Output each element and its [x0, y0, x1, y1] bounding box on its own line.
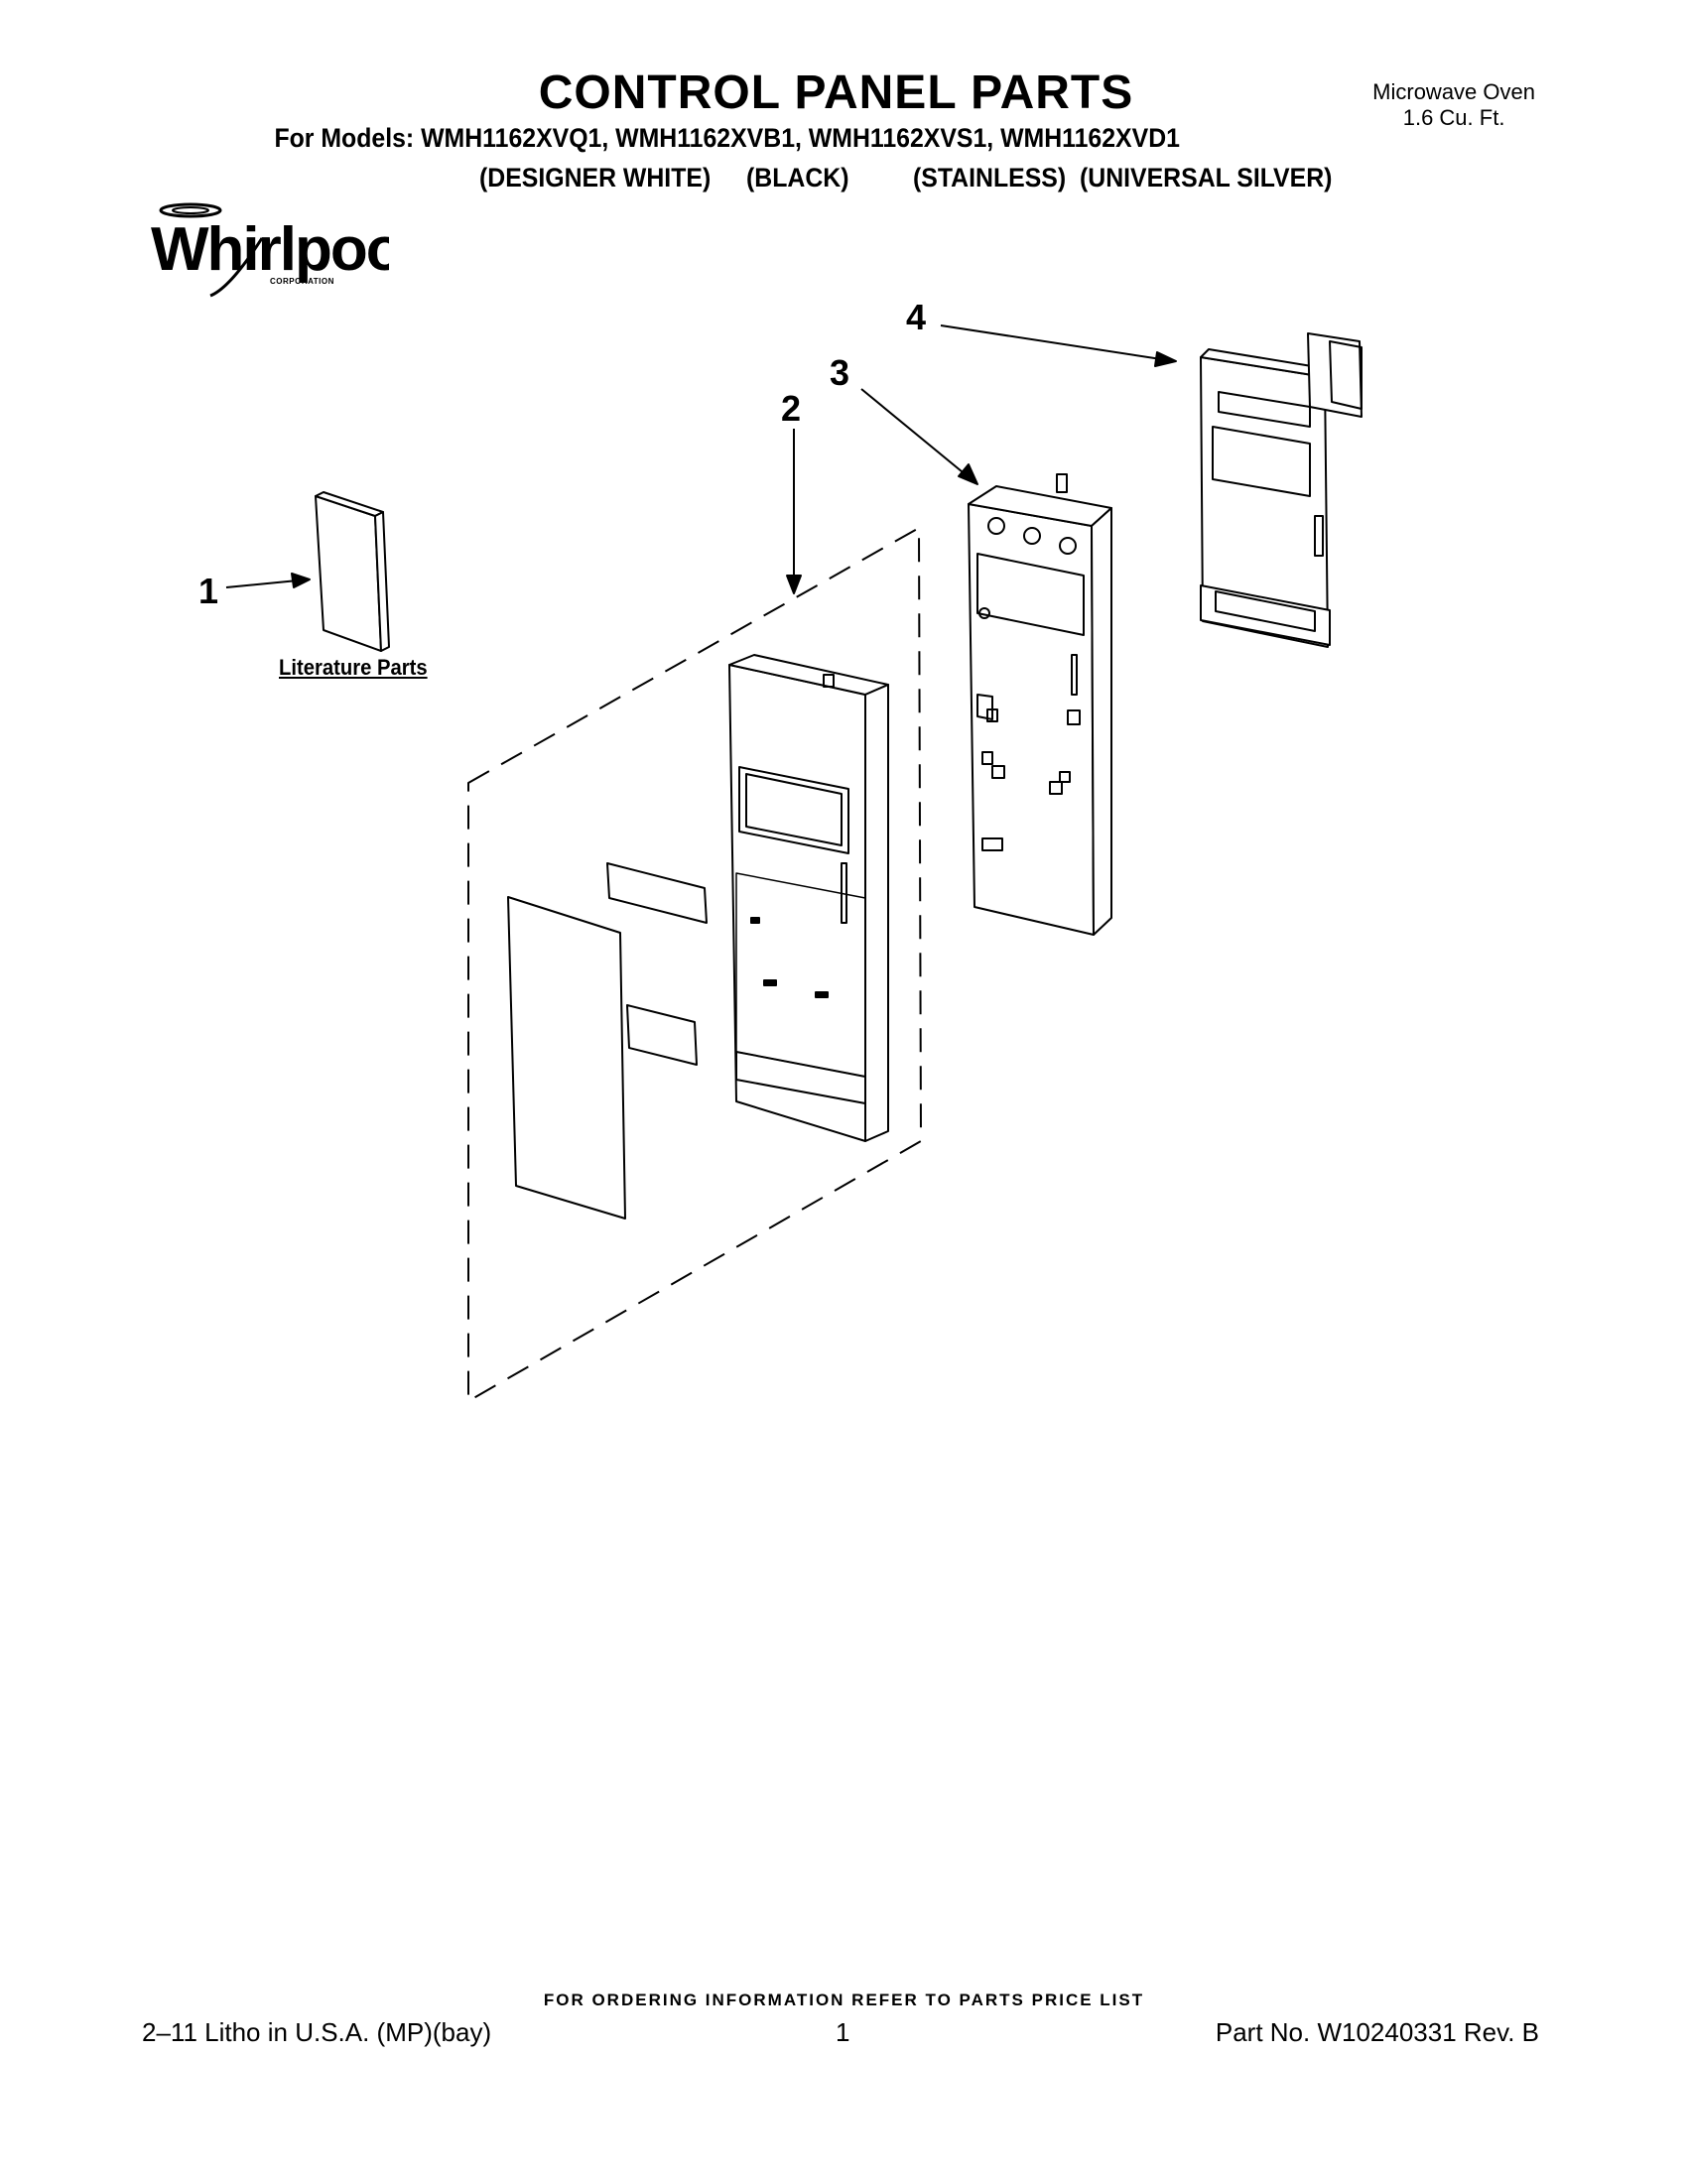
callout-3: 3 [830, 352, 849, 393]
product-capacity: 1.6 Cu. Ft. [1402, 105, 1505, 130]
whirlpool-logo: Whirlpool CORPORATION [151, 198, 419, 308]
literature-parts-label: Literature Parts [279, 655, 428, 680]
color-designer-white: (DESIGNER WHITE) [479, 163, 712, 193]
callout-4: 4 [906, 297, 926, 337]
part-2-control-panel-frame [728, 654, 889, 1142]
color-universal-silver: (UNIVERSAL SILVER) [1080, 163, 1333, 193]
callout-1: 1 [198, 571, 218, 611]
model-list: For Models: WMH1162XVQ1, WMH1162XVB1, WM… [274, 123, 1180, 153]
part-4-bracket-board [1200, 332, 1363, 648]
product-type: Microwave Oven [1372, 79, 1535, 104]
logo-wordmark: Whirlpool [151, 215, 389, 284]
page-number: 1 [836, 2017, 850, 2047]
part-1-literature-booklet [315, 491, 390, 652]
leader-arrows [225, 324, 1177, 594]
part-2-overlay-pieces [507, 862, 708, 1220]
litho-info: 2–11 Litho in U.S.A. (MP)(bay) [142, 2017, 492, 2047]
color-black: (BLACK) [746, 163, 849, 193]
page-title: CONTROL PANEL PARTS [538, 66, 1134, 119]
product-description: Microwave Oven 1.6 Cu. Ft. [1372, 79, 1535, 131]
part-2-assembly-outline [467, 527, 922, 1402]
ordering-note: FOR ORDERING INFORMATION REFER TO PARTS … [543, 1991, 1145, 2009]
callout-2: 2 [781, 388, 801, 429]
logo-subtitle: CORPORATION [270, 277, 334, 286]
part-3-control-housing [968, 473, 1112, 936]
color-stainless: (STAINLESS) [913, 163, 1067, 193]
part-number: Part No. W10240331 Rev. B [1215, 2017, 1539, 2047]
